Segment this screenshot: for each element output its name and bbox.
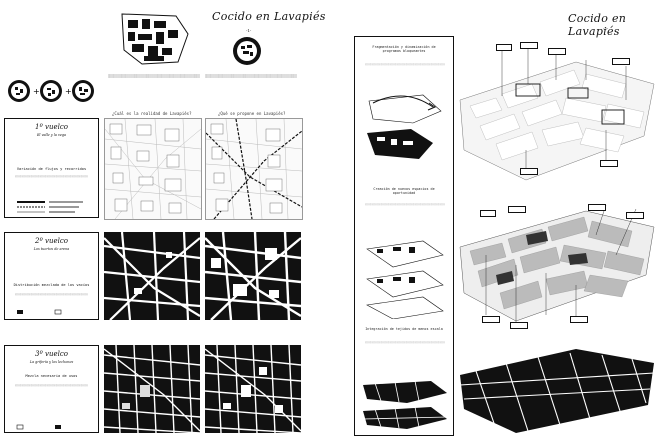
card-1-heading: Variación de flujos y recorridos: [16, 167, 87, 171]
strategy-panel: Fragmentación y dinamización de programa…: [354, 36, 454, 436]
card-3-heading: Mezcla necesaria de usos: [25, 374, 78, 378]
label-marker: [626, 212, 644, 219]
intro-text-left: ░░░░░░░░░░░░░░░░░░░░░░░░░░░░░░░░░░░░░░░░…: [108, 74, 200, 78]
strategy-2-text: ░░░░░░░░░░░░░░░░░░░░░░░░░░░░░░░░░░░░░░░░…: [365, 203, 445, 206]
svg-text:+: +: [33, 87, 40, 96]
map-uses-current: [104, 345, 200, 433]
strategy-3-text: ░░░░░░░░░░░░░░░░░░░░░░░░░░░░░░░░░░░░░░░░…: [365, 341, 445, 344]
strategy-3-diagram: [362, 380, 448, 429]
card-2-body: ░░░░░░░░░░░░░░░░░░░░░░░░░░░░░░░░░░░░░░░░…: [15, 293, 88, 296]
question-proposal: ¿Qué se propone en Lavapiés?: [218, 111, 286, 116]
strategy-1-text: ░░░░░░░░░░░░░░░░░░░░░░░░░░░░░░░░░░░░░░░░…: [365, 63, 445, 66]
svg-text:+: +: [65, 87, 72, 96]
right-page-number: -2-: [603, 26, 609, 31]
axonometric-middle: [459, 204, 655, 323]
label-marker: [480, 210, 496, 217]
map-voids-current: [104, 232, 200, 320]
card-1-body: ░░░░░░░░░░░░░░░░░░░░░░░░░░░░░░░░░░░░░░░░…: [15, 175, 88, 178]
card-2-subtitle: Los tuertos de arena: [33, 247, 70, 251]
card-1-number: 1º vuelco: [35, 123, 68, 131]
label-marker: [588, 204, 606, 211]
axonometric-top: [459, 48, 655, 181]
label-marker: [482, 316, 500, 323]
site-map-top: [121, 13, 189, 65]
card-2-number: 2º vuelco: [35, 237, 68, 245]
left-title: Cocido en Lavapiés: [212, 10, 326, 23]
strategy-2-title: Creación de nuevos espacios de oportunid…: [373, 187, 435, 196]
card-3-subtitle: La grifería y los lechones: [29, 360, 74, 364]
card-3-legend: [16, 424, 61, 430]
card-3-number: 3º vuelco: [35, 350, 68, 358]
strategy-3-title: Integración de tejidos de menos escala: [365, 327, 443, 331]
question-reality: ¿Cuál es la realidad de Lavapiés?: [112, 111, 192, 116]
map-flows-current: [104, 118, 202, 220]
label-marker: [496, 44, 512, 51]
card-1-subtitle: El valle y la vega: [36, 133, 67, 137]
label-marker: [600, 160, 618, 167]
pot-illustration: [233, 37, 261, 65]
strategy-2-diagram: [366, 240, 444, 319]
label-marker: [510, 322, 528, 329]
label-marker: [612, 58, 630, 65]
card-3-body: ░░░░░░░░░░░░░░░░░░░░░░░░░░░░░░░░░░░░░░░░…: [15, 384, 88, 387]
card-vuelco-3: 3º vuelco La grifería y los lechones Mez…: [4, 345, 99, 433]
label-marker: [520, 42, 538, 49]
card-2-legend: [17, 309, 62, 315]
card-1-legend: [17, 201, 83, 213]
ingredients-diagram: + +: [8, 80, 94, 102]
strategy-1-title: Fragmentación y dinamización de programa…: [372, 45, 436, 54]
card-vuelco-2: 2º vuelco Los tuertos de arena Distribuc…: [4, 232, 99, 320]
left-page-number: -1-: [246, 28, 252, 33]
card-vuelco-1: 1º vuelco El valle y la vega Variación d…: [4, 118, 99, 218]
label-marker: [508, 206, 526, 213]
label-marker: [548, 48, 566, 55]
map-uses-proposed: [205, 345, 301, 433]
label-marker: [520, 168, 538, 175]
strategy-1-diagram: [367, 94, 442, 159]
label-marker: [570, 316, 588, 323]
card-2-heading: Distribución mezclada de los vacíos: [13, 283, 90, 287]
map-flows-proposed: [205, 118, 303, 220]
intro-text-right: ░░░░░░░░░░░░░░░░░░░░░░░░░░░░░░░░░░░░░░░░…: [205, 74, 297, 78]
map-voids-proposed: [205, 232, 301, 320]
right-title: Cocido en Lavapiés: [568, 12, 627, 38]
axonometric-bottom: [459, 349, 655, 433]
